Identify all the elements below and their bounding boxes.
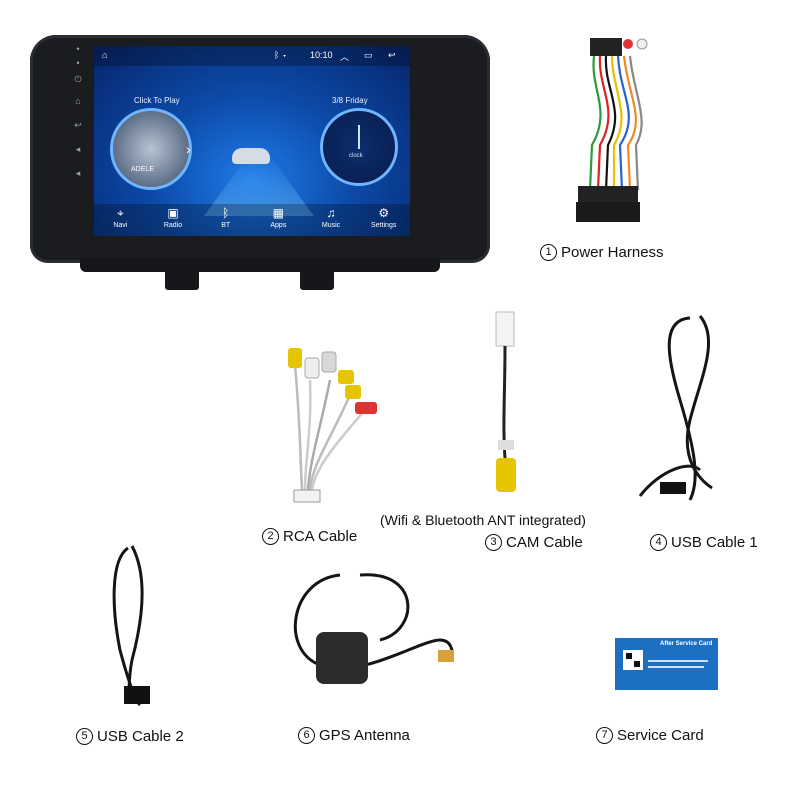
dock-item-apps[interactable]: ▦ Apps	[252, 204, 305, 236]
cam-cable-image	[495, 311, 516, 492]
clock-label: clock	[349, 153, 363, 159]
dock-label: Navi	[113, 222, 128, 229]
chevron-right-icon[interactable]: ›	[186, 141, 191, 157]
dock-label: BT	[221, 222, 231, 229]
item-number: 1	[540, 244, 557, 261]
dock-label: Music	[321, 222, 341, 229]
music-note-icon: ♫	[326, 206, 336, 220]
mount-bracket-left	[165, 268, 199, 290]
volume-down-icon[interactable]: ◂	[75, 168, 81, 178]
item-number: 6	[298, 727, 315, 744]
item-label: CAM Cable	[506, 534, 583, 551]
item-label: USB Cable 1	[671, 534, 758, 551]
artist-label: ADELE	[131, 166, 154, 173]
item-label: RCA Cable	[283, 528, 358, 545]
usb-cable-1-image	[638, 315, 713, 501]
service-card-image	[615, 638, 718, 690]
caption-power-harness: 1 Power Harness	[540, 244, 664, 261]
usb-cable-2-image	[112, 545, 150, 707]
back-icon[interactable]: ↩	[74, 120, 82, 130]
car-icon	[232, 148, 270, 164]
side-buttons: • • ⏻ ⌂ ↩ ◂ ◂	[68, 44, 88, 234]
back-icon[interactable]: ↩	[388, 50, 396, 60]
cam-cable-note: (Wifi & Bluetooth ANT integrated)	[380, 512, 586, 528]
status-bar: ⌂ ᛒ ▾ 10:10 ︿ ▭ ↩	[94, 46, 410, 66]
dock-item-bt[interactable]: ᛒ BT	[199, 204, 252, 236]
dock-label: Radio	[163, 222, 183, 229]
gps-antenna-image	[293, 573, 454, 684]
dock-item-settings[interactable]: ⚙ Settings	[357, 204, 410, 236]
status-time: 10:10	[310, 50, 333, 60]
dock-item-radio[interactable]: ▣ Radio	[147, 204, 200, 236]
item-number: 2	[262, 528, 279, 545]
caption-rca-cable: 2 RCA Cable	[262, 528, 357, 545]
bluetooth-icon: ᛒ	[222, 206, 230, 220]
dock-item-navi[interactable]: ⌖ Navi	[94, 204, 147, 236]
item-number: 7	[596, 727, 613, 744]
bluetooth-status-icon: ᛒ ▾	[274, 50, 288, 60]
mount-bracket-right	[300, 268, 334, 290]
clock-hand	[358, 125, 360, 149]
rca-cable-image	[288, 348, 377, 503]
album-art[interactable]: ADELE	[110, 108, 192, 190]
head-unit-screen: ⌂ ᛒ ▾ 10:10 ︿ ▭ ↩ Click To Play 3/8 Frid…	[94, 46, 410, 236]
dock-item-music[interactable]: ♫ Music	[305, 204, 358, 236]
dock-label: Settings	[371, 222, 397, 229]
volume-up-icon[interactable]: ◂	[75, 144, 81, 154]
gear-icon: ⚙	[378, 206, 390, 220]
analog-clock[interactable]: clock	[320, 108, 398, 186]
item-number: 5	[76, 728, 93, 745]
home-icon[interactable]: ⌂	[102, 50, 108, 60]
caption-gps-antenna: 6 GPS Antenna	[298, 727, 410, 744]
item-label: USB Cable 2	[97, 728, 184, 745]
recent-apps-icon[interactable]: ▭	[364, 50, 373, 60]
chevron-up-icon[interactable]: ︿	[340, 52, 350, 62]
item-label: GPS Antenna	[319, 727, 410, 744]
player-title[interactable]: Click To Play	[134, 96, 180, 105]
caption-service-card: 7 Service Card	[596, 727, 704, 744]
item-label: Service Card	[617, 727, 704, 744]
power-harness-image	[576, 38, 648, 222]
radio-icon: ▣	[167, 206, 179, 220]
mic-icon: •	[76, 44, 80, 54]
item-number: 4	[650, 534, 667, 551]
caption-cam-cable: 3 CAM Cable	[485, 534, 583, 551]
date-label: 3/8 Friday	[332, 96, 368, 105]
app-dock: ⌖ Navi ▣ Radio ᛒ BT ▦ Apps ♫ Music ⚙ Set…	[94, 204, 410, 236]
caption-usb-cable-2: 5 USB Cable 2	[76, 728, 184, 745]
reset-icon: •	[76, 58, 80, 68]
item-number: 3	[485, 534, 502, 551]
caption-usb-cable-1: 4 USB Cable 1	[650, 534, 758, 551]
home-icon[interactable]: ⌂	[75, 96, 81, 106]
map-pin-icon: ⌖	[116, 206, 124, 220]
service-card-title: After Service Card	[660, 641, 713, 647]
power-icon[interactable]: ⏻	[74, 74, 82, 84]
dock-label: Apps	[270, 222, 287, 229]
apps-grid-icon: ▦	[272, 206, 285, 220]
item-label: Power Harness	[561, 244, 664, 261]
